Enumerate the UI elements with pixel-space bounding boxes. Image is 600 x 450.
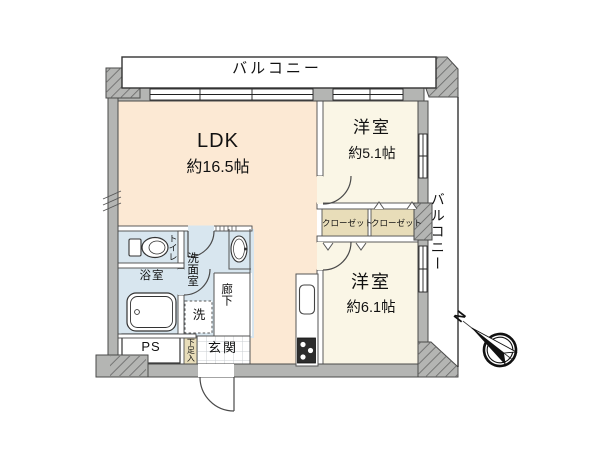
balcony-top-area xyxy=(121,56,437,89)
closet-right-label: クローゼット xyxy=(371,218,423,228)
kitchen-icon xyxy=(295,273,319,367)
toilet-icon xyxy=(128,236,169,259)
compass-icon xyxy=(462,320,518,368)
wall-section-marks xyxy=(102,190,122,212)
closet-left-label: クローゼット xyxy=(322,218,374,228)
room-west-small-fill xyxy=(320,100,424,206)
hallway-lines xyxy=(196,229,251,364)
washer-label: 洗 xyxy=(192,308,206,322)
closet-left-box xyxy=(321,208,369,237)
ldk-label: LDK xyxy=(197,130,239,152)
entrance-label: 玄関 xyxy=(207,340,238,355)
room-ldk-fill xyxy=(118,101,323,368)
shoe-cabinet-label: 下足入 xyxy=(186,338,196,362)
wall-vent-marks xyxy=(215,226,237,232)
toilet-label: トイレ xyxy=(167,234,178,261)
room-hallway-fill xyxy=(214,273,252,336)
room-west-large-fill xyxy=(320,238,424,366)
balcony-outlines xyxy=(121,56,459,367)
washbasin-icon xyxy=(228,229,251,270)
closet-right-box xyxy=(370,208,415,237)
west-room-large-label: 洋室 xyxy=(351,272,391,292)
west-room-small-label: 洋室 xyxy=(353,118,391,137)
bathroom-label: 浴室 xyxy=(139,270,165,282)
closet-door-marks xyxy=(322,201,418,251)
west-room-small-area-label: 約5.1帖 xyxy=(348,145,396,161)
west-room-large-area-label: 約6.1帖 xyxy=(346,300,396,316)
pipe-space-label: PS xyxy=(141,339,161,354)
washer-space-box xyxy=(184,300,213,334)
bathtub-icon xyxy=(126,292,177,332)
windows xyxy=(149,88,428,293)
balcony-right-label: バルコニー xyxy=(429,192,446,272)
ldk-area-label: 約16.5帖 xyxy=(186,159,250,176)
doors xyxy=(178,175,352,412)
kitchen-sink-icon xyxy=(298,284,316,315)
closets xyxy=(321,208,415,237)
balcony-top-label: バルコニー xyxy=(232,60,322,77)
washroom-label: 洗面室 xyxy=(186,252,199,287)
hallway-label: 廊下 xyxy=(220,283,233,306)
